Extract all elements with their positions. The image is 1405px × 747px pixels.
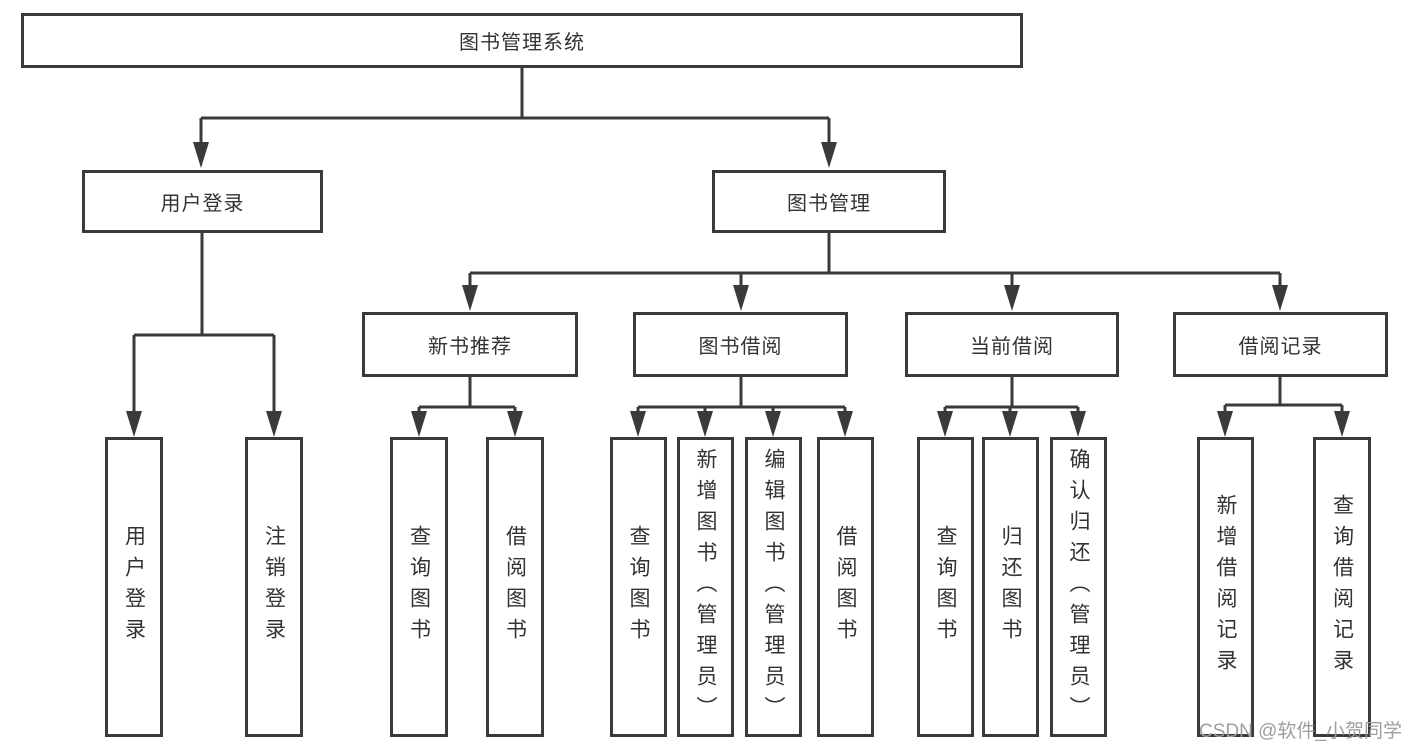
node-user-login: 用户登录 xyxy=(82,170,323,233)
node-leaf-edit-book-admin: 编辑图书（管理员） xyxy=(745,437,802,737)
arrow-icon xyxy=(937,411,953,437)
arrow-icon xyxy=(1334,411,1350,437)
arrow-icon xyxy=(1002,411,1018,437)
node-leaf-borrow-books: 借阅图书 xyxy=(817,437,874,737)
node-borrowing-records: 借阅记录 xyxy=(1173,312,1388,377)
arrow-icon xyxy=(837,411,853,437)
node-book-management: 图书管理 xyxy=(712,170,946,233)
arrow-icon xyxy=(1217,411,1233,437)
arrow-icon xyxy=(630,411,646,437)
node-leaf-add-borrow-record: 新增借阅记录 xyxy=(1197,437,1254,737)
arrow-icon xyxy=(507,411,523,437)
node-current-borrowing: 当前借阅 xyxy=(905,312,1119,377)
arrow-icon xyxy=(462,285,478,311)
connector-new-book xyxy=(417,377,517,419)
arrow-icon xyxy=(697,411,713,437)
connector-root xyxy=(199,68,831,150)
arrow-icon xyxy=(1070,411,1086,437)
node-book-borrowing: 图书借阅 xyxy=(633,312,848,377)
node-library-management-system: 图书管理系统 xyxy=(21,13,1023,68)
node-leaf-user-login: 用户登录 xyxy=(105,437,163,737)
node-leaf-query-borrow-record: 查询借阅记录 xyxy=(1313,437,1371,737)
node-leaf-query-books-recommend: 查询图书 xyxy=(390,437,448,737)
arrow-icon xyxy=(765,411,781,437)
arrow-icon xyxy=(821,142,837,168)
arrow-icon xyxy=(1004,285,1020,311)
node-leaf-add-book-admin: 新增图书（管理员） xyxy=(677,437,734,737)
node-leaf-confirm-return-admin: 确认归还（管理员） xyxy=(1050,437,1107,737)
arrow-icon xyxy=(193,142,209,168)
arrow-icon xyxy=(411,411,427,437)
arrow-icon xyxy=(126,411,142,437)
node-leaf-query-books-current: 查询图书 xyxy=(917,437,974,737)
node-leaf-return-book: 归还图书 xyxy=(982,437,1039,737)
node-new-book-recommendation: 新书推荐 xyxy=(362,312,578,377)
connector-book-borrow xyxy=(636,377,847,419)
arrow-icon xyxy=(733,285,749,311)
connector-borrow-record xyxy=(1223,377,1344,419)
connector-user-login xyxy=(132,233,276,419)
node-leaf-query-books-borrow: 查询图书 xyxy=(610,437,667,737)
csdn-watermark: CSDN @软件_小贺同学 xyxy=(1199,721,1402,742)
connector-book-management xyxy=(468,233,1282,292)
arrow-icon xyxy=(266,411,282,437)
node-leaf-logout: 注销登录 xyxy=(245,437,303,737)
node-leaf-borrow-books-recommend: 借阅图书 xyxy=(486,437,544,737)
arrow-icon xyxy=(1272,285,1288,311)
